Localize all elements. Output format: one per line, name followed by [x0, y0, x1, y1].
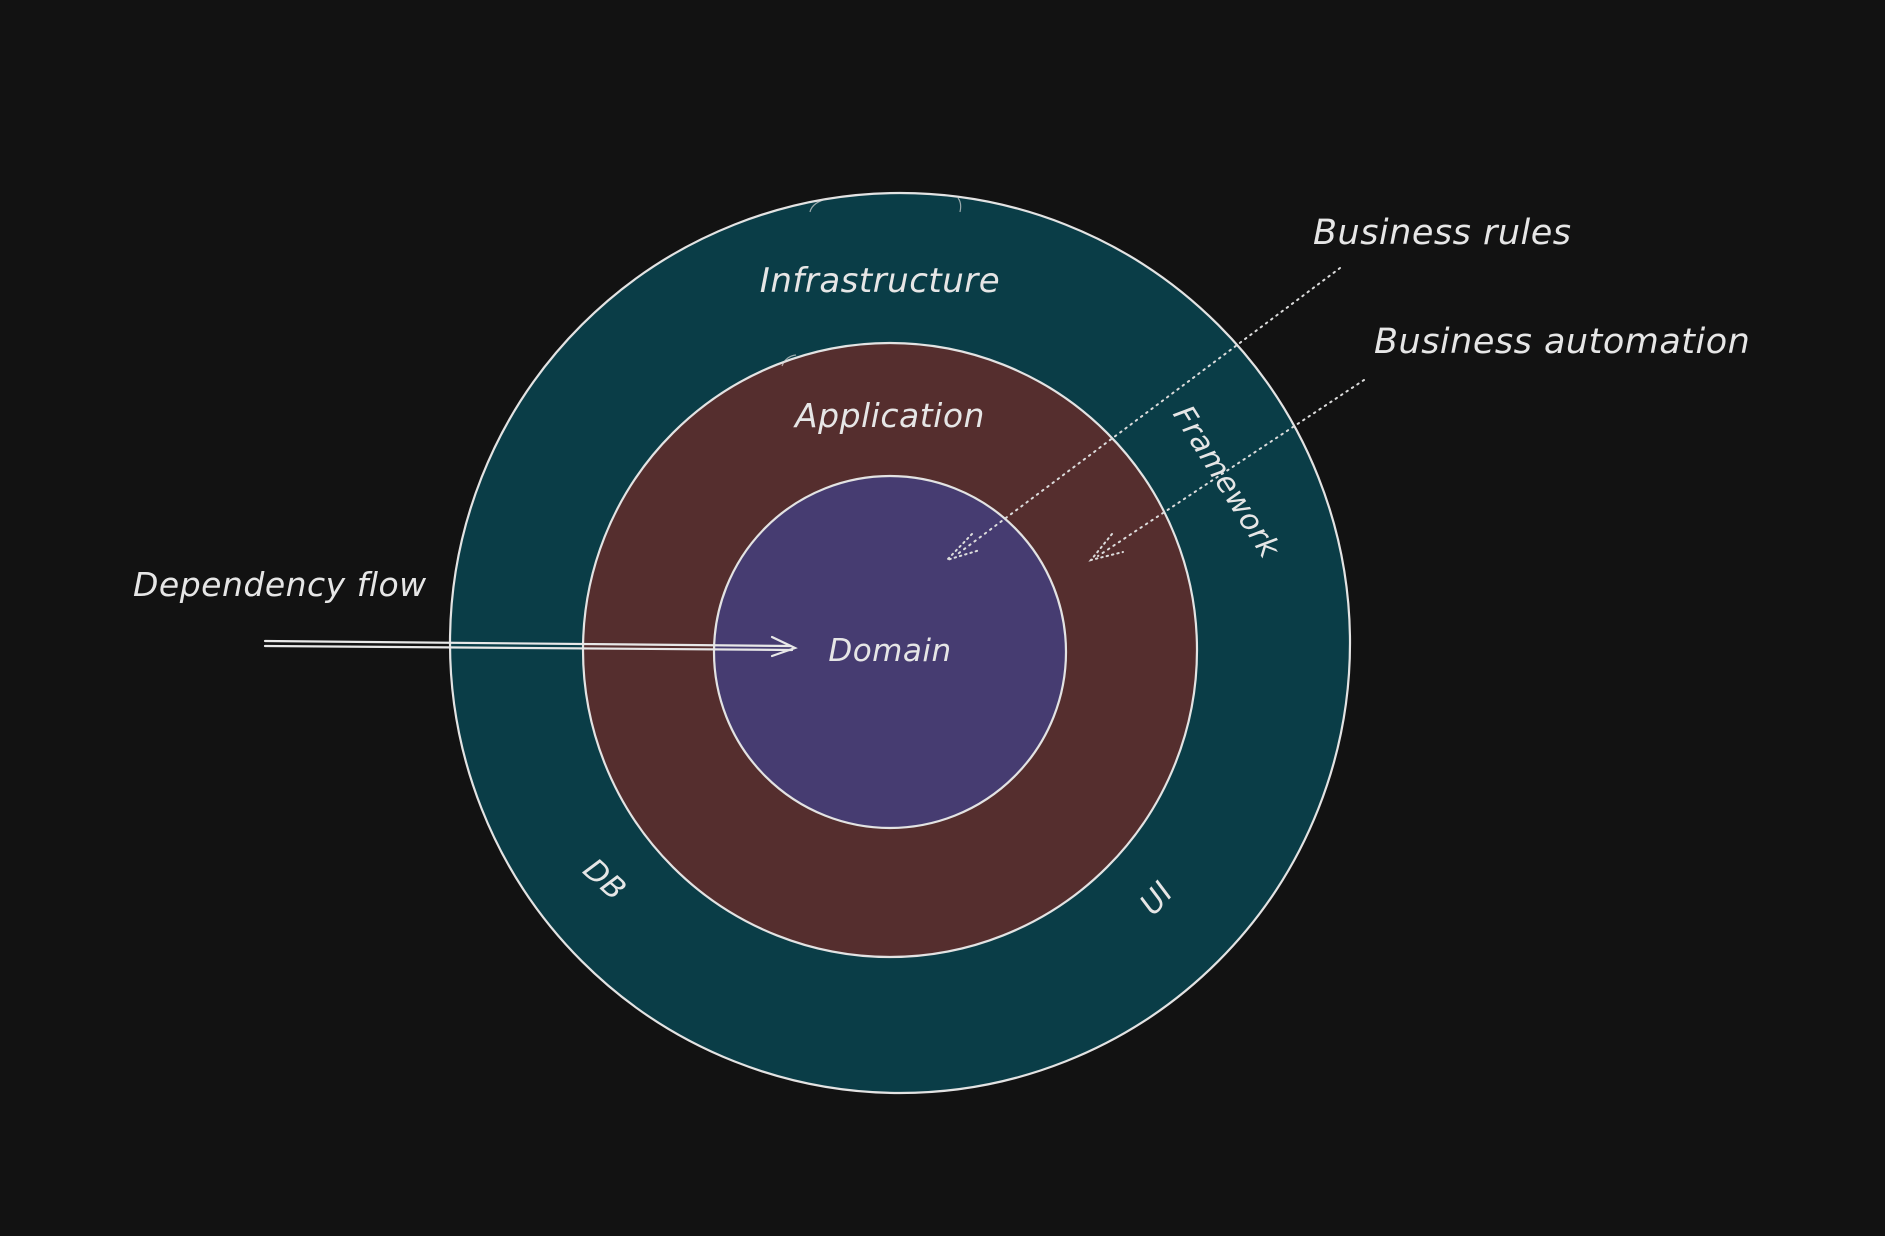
business-rules-label: Business rules	[1313, 213, 1572, 253]
application-label: Application	[793, 396, 985, 435]
infrastructure-label: Infrastructure	[760, 261, 1000, 301]
middle-ring-sketch-mark	[781, 354, 797, 367]
business-automation-label: Business automation	[1374, 322, 1750, 362]
business-rules-pointer	[943, 267, 1341, 563]
dependency-flow-label: Dependency flow	[133, 565, 427, 604]
domain-layer[interactable]	[712, 474, 1068, 830]
dependency-flow-arrow	[263, 635, 798, 658]
domain-label: Domain	[828, 633, 951, 669]
outer-ring-sketch-mark	[809, 197, 962, 213]
business-automation-pointer	[1088, 379, 1365, 562]
